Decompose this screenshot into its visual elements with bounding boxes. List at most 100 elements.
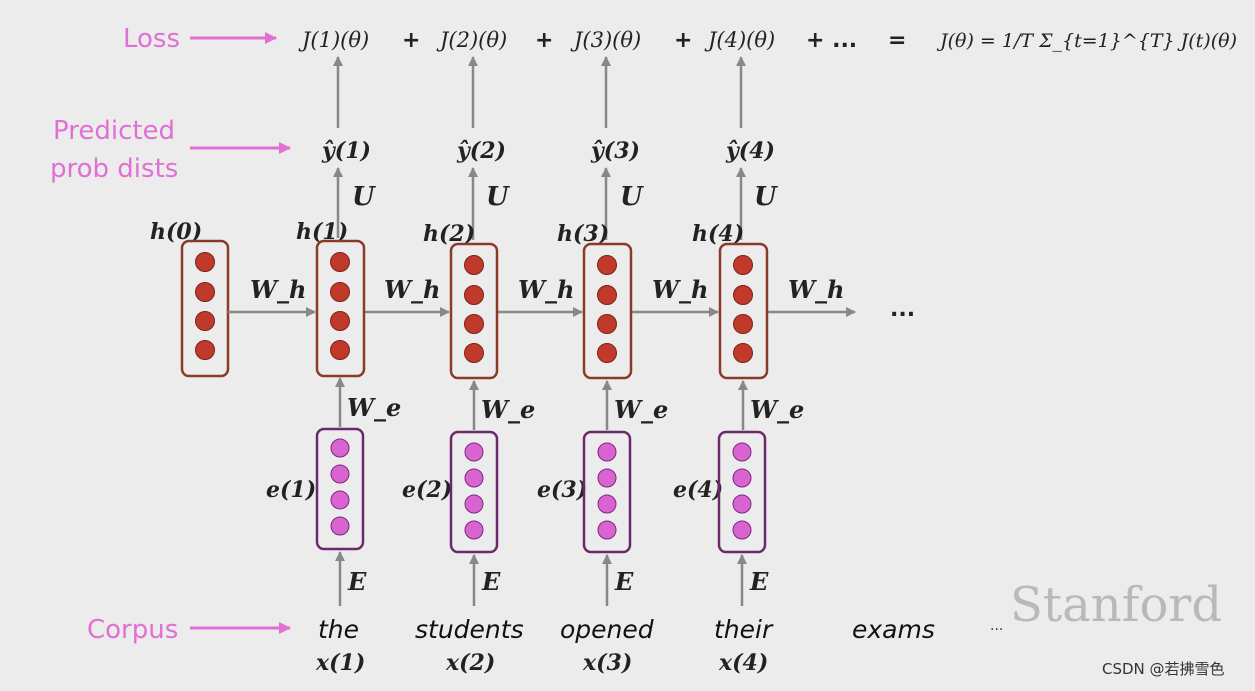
embedding-dot xyxy=(330,516,350,536)
output-weight-label-1: U xyxy=(352,182,376,212)
embedding-label-3: e(3) xyxy=(537,477,587,503)
embedding-dot xyxy=(464,468,484,488)
hidden-vector-3 xyxy=(582,242,633,380)
output-label-3: ŷ(3) xyxy=(590,138,640,164)
hidden-dot xyxy=(733,255,753,275)
embedding-vector-3 xyxy=(582,430,632,554)
embedding-dot xyxy=(597,494,617,514)
loss-term-3: J(3)(θ) xyxy=(570,28,641,52)
recurrent-arrows: W_h W_h W_h W_h W_h xyxy=(228,275,856,317)
output-label-4: ŷ(4) xyxy=(725,138,775,164)
embedding-label-2: e(2) xyxy=(402,477,452,503)
corpus-label: Corpus xyxy=(87,615,178,645)
embedding-dot xyxy=(464,520,484,540)
input-label-4: x(4) xyxy=(718,650,768,676)
input-weight-label-2: W_e xyxy=(481,395,535,424)
timestep-1: ŷ(1) U h(1) W_e e(1) E the x(1) xyxy=(266,56,401,676)
embedding-dot xyxy=(732,442,752,462)
hidden-vector-4 xyxy=(718,242,769,380)
hidden-dot xyxy=(597,314,617,334)
word-1: the xyxy=(318,615,359,644)
embedding-vector-2 xyxy=(449,430,499,554)
recurrent-weight-label-3: W_h xyxy=(652,275,708,304)
hidden-dot xyxy=(464,343,484,363)
hidden-initial-dot xyxy=(195,311,215,331)
hidden-dot xyxy=(597,285,617,305)
input-weight-label-4: W_e xyxy=(750,395,804,424)
input-label-1: x(1) xyxy=(315,650,365,676)
hidden-dot xyxy=(733,343,753,363)
hidden-dot xyxy=(330,311,350,331)
embedding-dot xyxy=(464,494,484,514)
loss-plus-1: + xyxy=(402,28,420,53)
predicted-label-line1: Predicted xyxy=(53,116,175,146)
hidden-label-4: h(4) xyxy=(692,221,744,247)
word-5: exams xyxy=(852,615,935,644)
word-3: opened xyxy=(560,615,654,644)
embedding-label-1: e(1) xyxy=(266,477,316,503)
loss-plus-2: + xyxy=(535,28,553,53)
output-weight-label-3: U xyxy=(620,182,644,212)
embedding-matrix-label-3: E xyxy=(614,567,634,596)
csdn-credit: CSDN @若拂雪色 xyxy=(1102,660,1225,678)
hidden-dot xyxy=(597,255,617,275)
hidden-initial-dot xyxy=(195,340,215,360)
hidden-dot xyxy=(330,252,350,272)
word-2: students xyxy=(415,615,524,644)
output-label-2: ŷ(2) xyxy=(456,138,506,164)
recurrent-weight-label-2: W_h xyxy=(518,275,574,304)
embedding-dot xyxy=(464,442,484,462)
hidden-initial-dot xyxy=(195,282,215,302)
timestep-2: ŷ(2) U h(2) W_e e(2) E students x(2) xyxy=(402,56,535,676)
embedding-matrix-label-1: E xyxy=(347,567,367,596)
timestep-4: ŷ(4) U h(4) W_e e(4) E their x(4) xyxy=(673,56,804,676)
embedding-matrix-label-4: E xyxy=(749,567,769,596)
hidden-label-3: h(3) xyxy=(557,221,609,247)
hidden-dot xyxy=(330,282,350,302)
sequence-ellipsis: ... xyxy=(890,297,915,322)
recurrent-weight-label-1: W_h xyxy=(384,275,440,304)
loss-plus-3: + xyxy=(674,28,692,53)
embedding-label-4: e(4) xyxy=(673,477,723,503)
input-weight-label-1: W_e xyxy=(347,393,401,422)
embedding-dot xyxy=(330,438,350,458)
output-label-1: ŷ(1) xyxy=(321,138,371,164)
input-label-3: x(3) xyxy=(582,650,632,676)
embedding-dot xyxy=(732,520,752,540)
timestep-3: ŷ(3) U h(3) W_e e(3) E opened x(3) xyxy=(537,56,668,676)
embedding-dot xyxy=(330,464,350,484)
stanford-watermark: Stanford xyxy=(1010,577,1222,633)
embedding-dot xyxy=(597,520,617,540)
loss-tail: + ... xyxy=(806,28,857,53)
loss-row: J(1)(θ) + J(2)(θ) + J(3)(θ) + J(4)(θ) + … xyxy=(298,28,1237,53)
embedding-dot xyxy=(597,468,617,488)
hidden-dot xyxy=(464,314,484,334)
embedding-dot xyxy=(330,490,350,510)
embedding-matrix-label-2: E xyxy=(481,567,501,596)
hidden-dot xyxy=(464,255,484,275)
recurrent-weight-label-0: W_h xyxy=(250,275,306,304)
hidden-dot xyxy=(330,340,350,360)
recurrent-weight-label-4: W_h xyxy=(788,275,844,304)
hidden-dot xyxy=(597,343,617,363)
hidden-dot xyxy=(733,285,753,305)
loss-formula: J(θ) = 1/T Σ_{t=1}^{T} J(t)(θ) xyxy=(936,30,1237,52)
loss-term-1: J(1)(θ) xyxy=(298,28,369,52)
loss-term-2: J(2)(θ) xyxy=(436,28,507,52)
hidden-vector-2 xyxy=(449,242,499,380)
embedding-dot xyxy=(732,468,752,488)
corpus-ellipsis: ... xyxy=(990,618,1003,634)
embedding-vector-4 xyxy=(717,430,767,554)
hidden-dot xyxy=(733,314,753,334)
hidden-initial-dot xyxy=(195,252,215,272)
output-weight-label-2: U xyxy=(486,182,510,212)
input-label-2: x(2) xyxy=(445,650,495,676)
embedding-dot xyxy=(597,442,617,462)
loss-term-4: J(4)(θ) xyxy=(704,28,775,52)
loss-equals: = xyxy=(888,28,906,53)
hidden-initial-vector xyxy=(180,239,230,378)
hidden-vector-1 xyxy=(315,239,366,378)
loss-label: Loss xyxy=(123,24,180,54)
predicted-label-line2: prob dists xyxy=(50,154,178,184)
